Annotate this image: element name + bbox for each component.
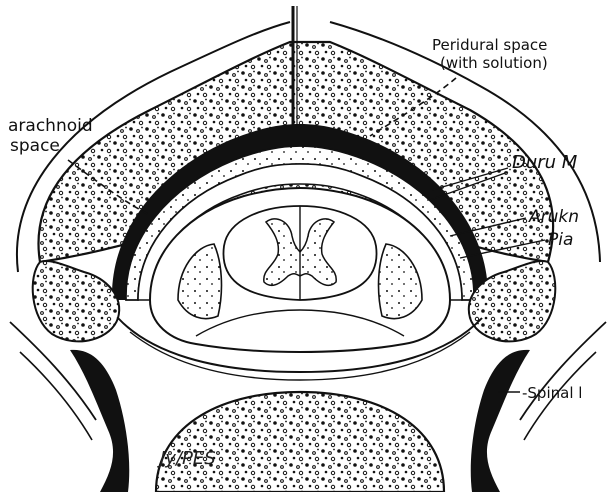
left-facet: [33, 261, 119, 341]
spinal-nerve-label: -Spinal l: [522, 386, 582, 401]
vertebral-body: [156, 392, 444, 492]
dura-mater-label: Duru M: [512, 154, 577, 172]
peridural-solution-label: (with solution): [440, 56, 548, 71]
right-spinal-nerve: [471, 350, 530, 492]
peridural-space-label: Peridural space: [432, 38, 547, 53]
arachnoid-label: Arukn: [529, 209, 579, 226]
artist-signature: Jy/PES: [160, 450, 216, 468]
subarachnoid-label-line1: arachnoid: [8, 118, 93, 135]
subarachnoid-label-line2: space: [10, 138, 60, 155]
pia-label: Pia: [548, 232, 573, 249]
left-spinal-nerve: [70, 350, 129, 492]
